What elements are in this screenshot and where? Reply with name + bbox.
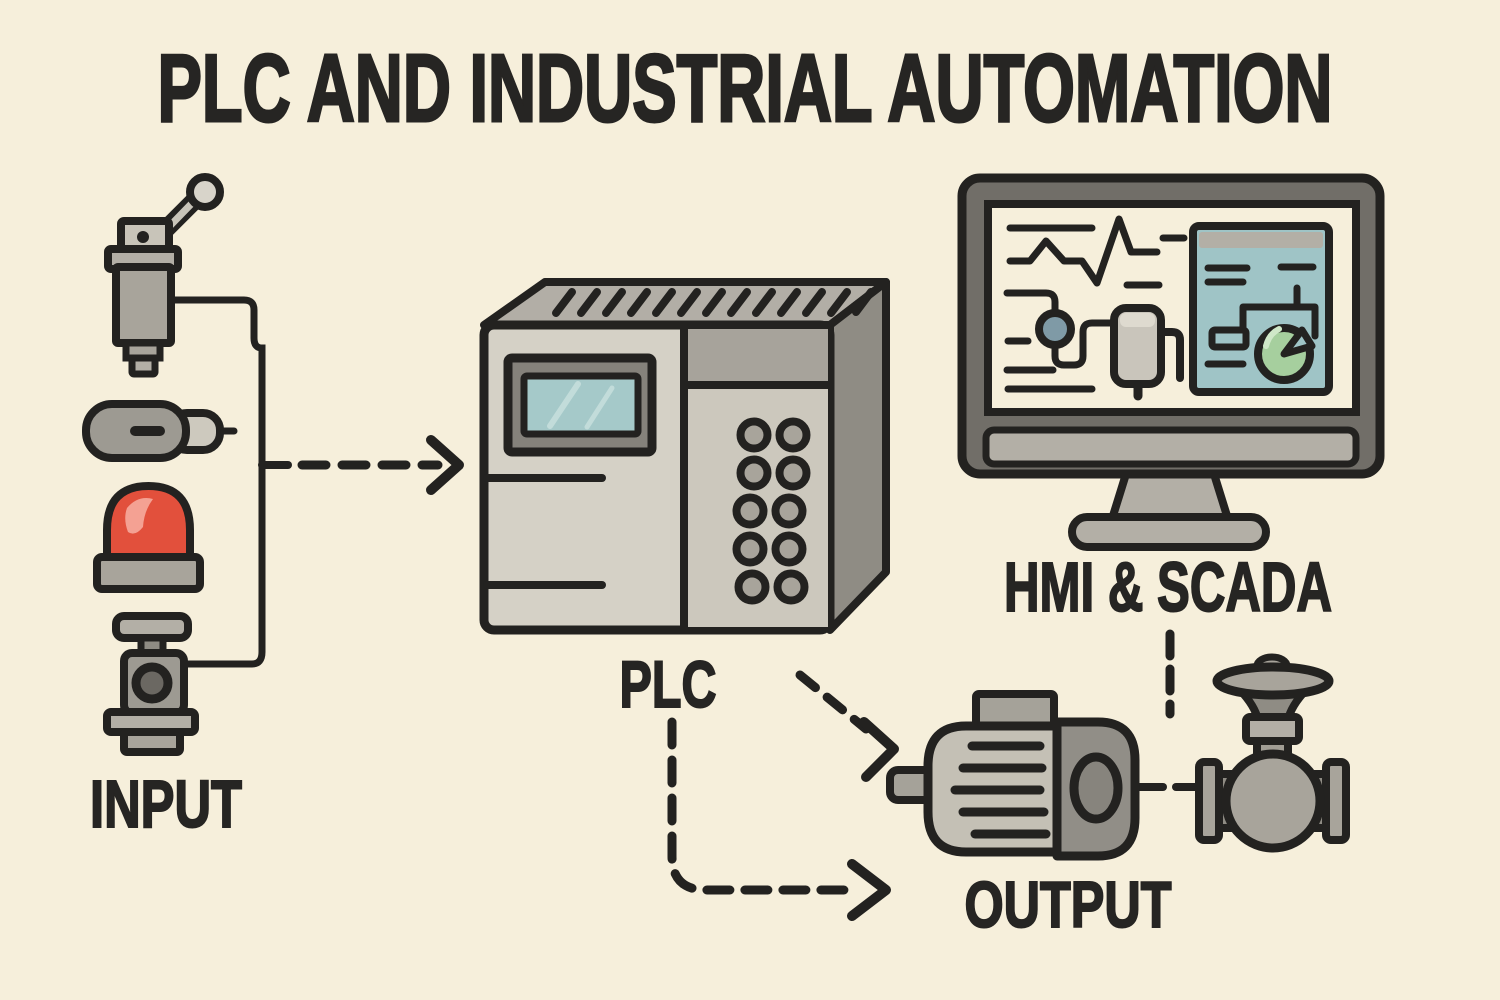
hmi-monitor-icon: HMI & SCADA: [957, 173, 1385, 627]
manual-valve-icon: [103, 612, 199, 756]
control-valve-icon: [1195, 653, 1350, 853]
output-devices-group: OUTPUT: [886, 653, 1350, 942]
process-node: [1035, 309, 1075, 349]
arrow-plc-to-output: [667, 717, 891, 921]
motor-fins: [950, 741, 1051, 839]
plc-label: PLC: [620, 647, 717, 721]
tank-icon: [1110, 304, 1165, 401]
valve-handwheel: [1212, 662, 1334, 700]
hmi-scada-label: HMI & SCADA: [1004, 548, 1332, 626]
limit-switch-icon: [104, 173, 224, 378]
input-devices-group: INPUT: [82, 173, 266, 843]
monitor-chin: [982, 426, 1360, 468]
monitor-stand: [1108, 470, 1232, 523]
pie-chart-icon: [1254, 324, 1316, 384]
motor-icon: [886, 690, 1140, 861]
window-titlebar: [1199, 232, 1323, 248]
scada-window: [1189, 222, 1333, 396]
plc-display: [503, 353, 657, 457]
arrow-input-to-plc: [258, 435, 464, 495]
scada-screen-graphics: [1003, 215, 1333, 401]
output-label: OUTPUT: [965, 868, 1172, 941]
arrow-plc-to-motor: [795, 670, 899, 782]
page-title: PLC AND INDUSTRIAL AUTOMATION: [158, 35, 1333, 142]
indicator-lamp-icon: [93, 482, 204, 593]
trend-line: [1006, 215, 1161, 287]
proximity-sensor-icon: [82, 400, 238, 462]
plc-controller-icon: PLC: [479, 278, 890, 722]
monitor-base: [1068, 513, 1270, 551]
flowchart-lines: [1239, 284, 1319, 340]
plc-io-ports: [732, 417, 811, 605]
input-wiring-bus: [164, 296, 266, 668]
input-label: INPUT: [90, 767, 242, 842]
plc-vents: [552, 288, 875, 317]
